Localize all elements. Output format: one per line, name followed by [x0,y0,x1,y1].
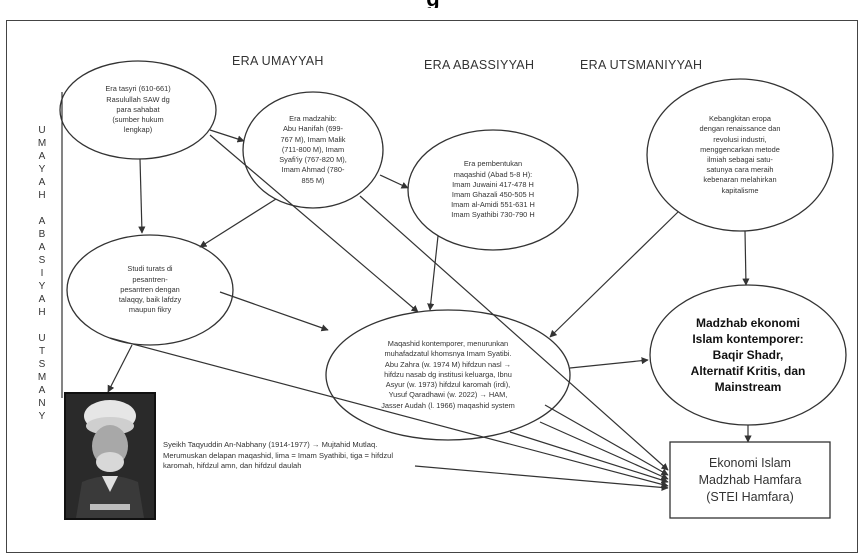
vertical-letter: S [38,359,46,370]
node-renaissance-text: Kebangkitan eropa dengan renaissance dan… [699,114,781,195]
arrow-kontemporer-madzhab [569,357,649,369]
arrow-turats-kontemporer [219,291,329,332]
node-kontemporer-text: Maqashid kontemporer, menurunkan muhafad… [381,339,515,410]
arrow-tasyri-kontemporer [209,134,419,313]
arrow-madzahib-turats [199,198,277,248]
vertical-letter: I [40,268,44,279]
header-partial-title: g [0,0,866,8]
ellipse-turats [66,234,234,346]
node-maqashid-formation-text: Era pembentukan maqashid (Abad 5-8 H): I… [451,159,535,220]
vertical-letter: S [38,255,46,266]
arrow-caption-hamfara [414,465,669,492]
node-madzhab-ekonomi-text: Madzhab ekonomi Islam kontemporer: Baqir… [690,316,806,394]
vertical-letter: A [38,385,46,396]
vertical-letter: Y [38,164,46,175]
vertical-letter: T [38,346,46,357]
vertical-letter: A [38,294,46,305]
vertical-letter: M [37,138,47,149]
arrow-turats-photo [107,344,133,393]
vertical-letter: B [38,229,46,240]
vertical-letter [33,202,51,215]
era-utsmaniyyah-label: ERA UTSMANIYYAH [580,58,703,72]
arrow-renaissance-kontemporer [549,211,679,338]
vertical-letter: M [37,372,47,383]
diagram-frame [6,20,858,553]
ellipse-tasyri [59,60,217,160]
vertical-letter: A [38,216,46,227]
vertical-letter: H [38,307,46,318]
arrow-kontemporer-hamfara-2 [539,421,669,480]
arrow-madzahib-maqashid [379,174,409,189]
arrow-kontemporer-hamfara-1 [544,404,669,476]
vertical-letter: A [38,242,46,253]
ellipse-madzahib [242,91,384,209]
box-hamfara [669,441,831,519]
node-tasyri-text: Era tasyri (610-661) Rasulullah SAW dg p… [105,84,171,135]
vertical-letter: N [38,398,46,409]
portrait-photo-icon [64,392,156,520]
ellipse-maqashid-formation [407,129,579,251]
vertical-letter: A [38,177,46,188]
vertical-letter: H [38,190,46,201]
vertical-letter: Y [38,281,46,292]
era-abassiyyah-label: ERA ABASSIYYAH [424,58,535,72]
arrow-kontemporer-hamfara-3 [509,431,669,484]
vertical-letter: U [38,333,46,344]
node-hamfara-text: Ekonomi Islam Madzhab Hamfara (STEI Hamf… [698,455,802,504]
node-madzahib-text: Era madzahib: Abu Hanifah (699- 767 M), … [279,114,347,185]
portrait-caption: Syeikh Taqyuddin An-Nabhany (1914-1977) … [163,440,394,470]
arrow-madzahib-hamfara [359,195,669,471]
arrow-turats-hamfara [109,337,669,488]
vertical-letter: U [38,125,46,136]
era-umayyah-label: ERA UMAYYAH [232,54,324,68]
ellipse-kontemporer [325,309,571,441]
ellipse-renaissance [646,78,834,232]
arrow-renaissance-madzhab [742,230,750,286]
vertical-letter [33,319,51,332]
vertical-letter: Y [38,411,46,422]
node-turats-text: Studi turats di pesantren- pesantren den… [118,264,182,315]
vertical-letter: A [38,151,46,162]
arrow-tasyri-turats [138,158,146,234]
arrow-maqashid-kontemporer [427,235,439,311]
arrow-tasyri-madzahib [209,129,245,143]
